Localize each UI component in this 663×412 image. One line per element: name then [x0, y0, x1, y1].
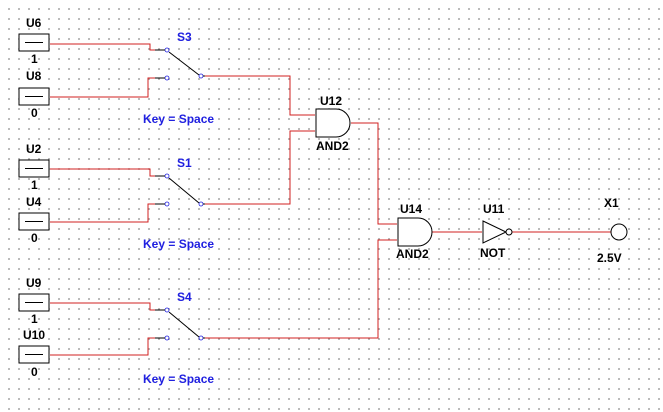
gate-ref: U12: [320, 94, 342, 108]
probe-lamp: [610, 223, 628, 241]
source-u10[interactable]: U10 0: [18, 328, 50, 379]
switch-s3[interactable]: S3 Key = Space: [143, 30, 214, 126]
switch-arm: [168, 177, 200, 204]
probe-ref: X1: [604, 196, 619, 210]
switch-key-label: Key = Space: [143, 112, 214, 126]
wire-u2-s1: [50, 168, 155, 177]
wire-u8-s3: [50, 77, 155, 98]
switch-arm: [168, 311, 200, 338]
switch-ref: S4: [177, 290, 192, 304]
wire-u4-s1: [50, 203, 155, 223]
switch-ref: S3: [177, 30, 192, 44]
source-value: 1: [31, 178, 38, 192]
switch-s4[interactable]: S4 Key = Space: [143, 290, 214, 386]
source-u2[interactable]: U2 1: [18, 142, 50, 192]
source-u8[interactable]: U8 0: [18, 69, 50, 120]
and-gate-u14[interactable]: U14 AND2: [396, 202, 433, 261]
wire-u9-s4: [50, 302, 155, 311]
switch-key-label: Key = Space: [143, 372, 214, 386]
gate-ref: U14: [400, 202, 422, 216]
source-ref: U6: [26, 16, 42, 30]
source-value: 0: [31, 106, 38, 120]
switch-s1[interactable]: S1 Key = Space: [143, 156, 214, 251]
probe-x1[interactable]: X1 2.5V: [597, 196, 628, 265]
source-ref: U2: [26, 142, 42, 156]
source-value: 1: [31, 52, 38, 66]
source-value: 1: [31, 312, 38, 326]
source-u6[interactable]: U6 1: [18, 16, 50, 66]
source-value: 0: [31, 231, 38, 245]
wire-u10-s4: [50, 337, 155, 356]
switch-ref: S1: [177, 156, 192, 170]
source-u4[interactable]: U4 0: [18, 195, 50, 245]
and-gate-u12[interactable]: U12 AND2: [315, 94, 351, 153]
source-ref: U4: [26, 195, 42, 209]
source-u9[interactable]: U9 1: [18, 276, 50, 326]
wire-s4-u14: [205, 239, 397, 339]
not-gate-u11[interactable]: U11 NOT: [480, 202, 513, 260]
source-value: 0: [31, 365, 38, 379]
probe-value: 2.5V: [597, 251, 622, 265]
gate-ref: U11: [483, 202, 505, 216]
gate-type: AND2: [396, 247, 429, 261]
gate-type: NOT: [480, 246, 506, 260]
gate-type: AND2: [316, 139, 349, 153]
wires: [50, 43, 611, 356]
inversion-bubble: [505, 228, 513, 236]
not-gate-symbol: [482, 220, 508, 244]
wire-u12-u14: [351, 122, 397, 225]
wire-s3-u12: [205, 75, 315, 116]
switch-arm: [168, 51, 200, 76]
source-ref: U8: [26, 69, 42, 83]
switch-key-label: Key = Space: [143, 237, 214, 251]
and-gate-symbol: [315, 108, 351, 138]
wire-u6-s3: [50, 43, 155, 51]
wire-s1-u12: [205, 130, 315, 205]
source-ref: U9: [26, 276, 42, 290]
and-gate-symbol: [397, 217, 433, 247]
source-ref: U10: [23, 328, 45, 342]
